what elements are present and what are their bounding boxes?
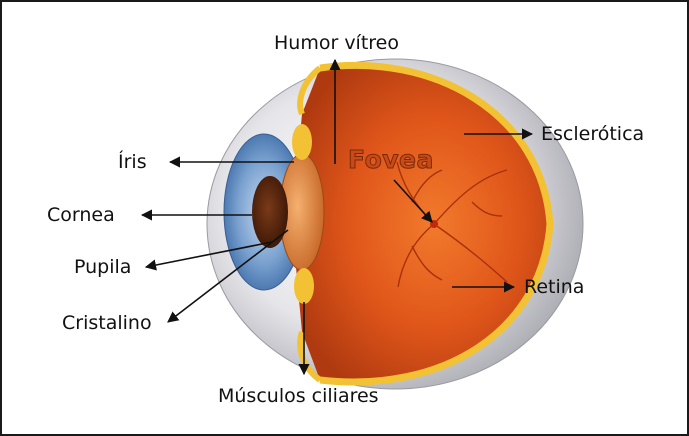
label-iris: Íris (118, 153, 147, 172)
label-humor-vitreo: Humor vítreo (274, 34, 399, 53)
label-retina: Retina (524, 278, 584, 297)
label-fovea: Fovea (348, 147, 434, 172)
label-esclerotica: Esclerótica (541, 125, 644, 144)
label-musculos-ciliares: Músculos ciliares (218, 387, 379, 406)
pupil-shape (252, 176, 288, 248)
label-cornea: Cornea (47, 206, 115, 225)
label-cristalino: Cristalino (62, 314, 152, 333)
label-pupila: Pupila (74, 258, 131, 277)
